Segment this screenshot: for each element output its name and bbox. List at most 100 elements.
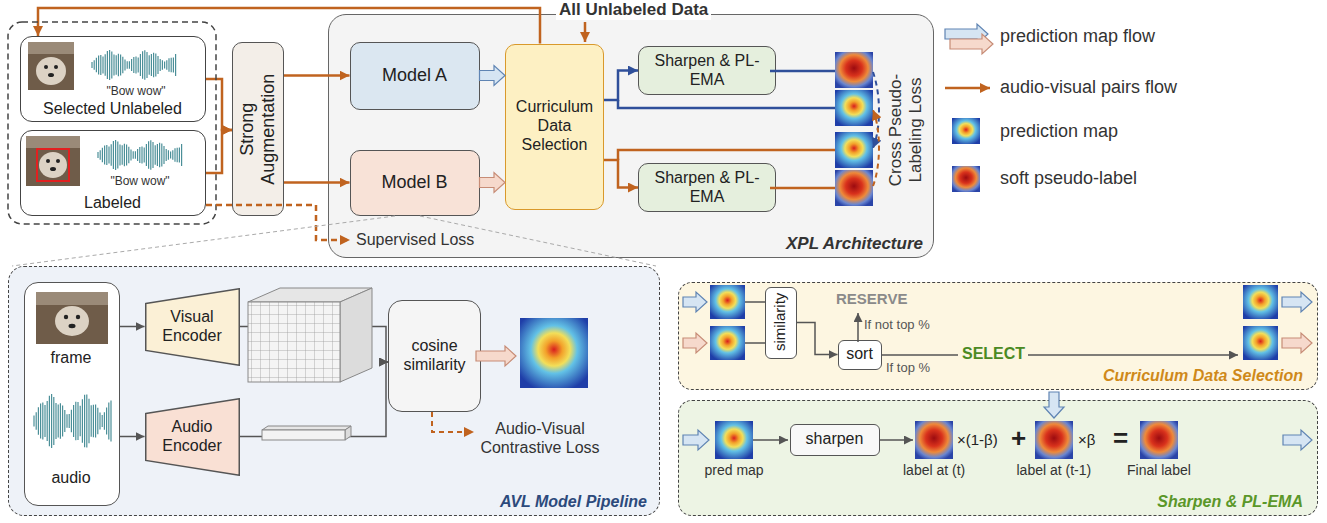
panel-title: XPL Architecture: [786, 234, 923, 254]
zoom-line: [12, 216, 395, 266]
process-box: sort: [838, 340, 882, 370]
legend-sample: [945, 87, 990, 90]
heatmap: [520, 318, 588, 388]
detail-panel: Sharpen & PL-EMA sharpen: [678, 400, 1318, 516]
fat-arrow: [1282, 333, 1312, 353]
fat-arrow: [1282, 292, 1312, 312]
soft-label-map: [1140, 421, 1178, 459]
cross-loss-arrow: [873, 110, 879, 186]
dog-photo: [64, 315, 68, 319]
dog-photo: [55, 306, 89, 336]
waveform: [92, 50, 176, 80]
dog-photo: [46, 159, 50, 163]
heatmap: [835, 52, 873, 206]
box-heading: Selected Unlabeled: [21, 100, 204, 119]
dog-photo: [36, 57, 66, 85]
dog-photo: [36, 292, 108, 305]
process-box: sharpen: [790, 424, 880, 456]
process-box: cosine similarity: [388, 300, 481, 412]
box-label: Model A: [382, 65, 447, 86]
heatmap: [952, 118, 980, 144]
panel-title: Sharpen & PL-EMA: [1157, 493, 1303, 512]
flow-arrow: [284, 181, 350, 184]
flow-line: [857, 313, 859, 342]
fat-arrow: [683, 333, 707, 353]
flow-arrow: [206, 205, 350, 240]
box-label: similarity: [771, 289, 789, 355]
flow-line: [753, 439, 788, 441]
flow-line: [1028, 354, 1238, 356]
heatmap: [835, 132, 873, 168]
legend-label: audio-visual pairs flow: [1000, 77, 1177, 98]
map-caption: Final label: [1127, 462, 1191, 479]
branch-label: SELECT: [962, 345, 1025, 364]
box-label: Visual Encoder: [145, 308, 240, 346]
flow-arrow: [770, 70, 835, 73]
group-outline: [8, 22, 216, 224]
fat-arrow: [683, 430, 709, 450]
heatmap: [1243, 285, 1278, 319]
weight-label: ×β: [1078, 431, 1095, 449]
flow-line: [745, 342, 765, 344]
heatmap: [1243, 326, 1278, 360]
flow-line: [880, 439, 913, 441]
heatmap: [710, 285, 745, 319]
weight-label: ×(1-β): [957, 431, 998, 449]
loss-label: Audio-Visual Contrastive Loss: [476, 420, 604, 458]
flow-arrow: [770, 187, 835, 190]
fat-arrow: [1044, 392, 1064, 418]
loss-label: Supervised Loss: [356, 231, 474, 250]
map-caption: pred map: [705, 462, 764, 479]
audio-caption: "Bow wow": [89, 84, 183, 98]
group-outline: [8, 22, 216, 224]
panel-title: Curriculum Data Selection: [1103, 367, 1303, 386]
map-caption: label at (t): [903, 462, 965, 479]
loss-arrow: [432, 412, 474, 432]
process-box: Strong Augmentation: [232, 42, 284, 216]
heatmap: [710, 118, 1278, 459]
loss-label: Cross Pseudo-Labeling Loss: [886, 44, 926, 216]
map-caption: label at (t-1): [1017, 462, 1092, 479]
dog-photo: [76, 315, 80, 319]
fat-arrow: [476, 346, 516, 366]
flow-arrow: [618, 150, 835, 160]
dog-photo: [56, 159, 60, 163]
dog-photo: [50, 167, 56, 171]
fat-arrow: [683, 292, 707, 312]
encoder-trapezoid: Audio Encoder: [145, 398, 240, 476]
block-arrow: [480, 173, 506, 193]
condition-label: If top %: [886, 360, 930, 375]
dog-photo: [26, 136, 80, 186]
flow-arrow: [618, 71, 835, 108]
heatmap: [835, 170, 873, 206]
flow-line: [745, 302, 1238, 440]
flow-arrow: [797, 323, 838, 355]
feature-tensor: [248, 288, 372, 382]
process-box: Sharpen & PL-EMA: [638, 46, 776, 95]
flow-label: All Unlabeled Data: [556, 0, 711, 20]
panel-title: AVL Model Pipeline: [500, 493, 647, 512]
feature-tensor: [340, 288, 372, 382]
detail-panel: Curriculum Data Selection similarity sort: [678, 282, 1318, 390]
box-label: Audio Encoder: [145, 418, 240, 456]
heatmap: [835, 90, 873, 126]
flow-arrow: [206, 22, 835, 240]
feature-tensor: [248, 302, 340, 382]
legend-label: prediction map: [1000, 121, 1118, 142]
flow-arrow: [618, 100, 835, 108]
legend-label: soft pseudo-label: [1000, 168, 1137, 189]
flow-arrow: [38, 8, 540, 44]
waveform: [34, 50, 182, 448]
process-box: Sharpen & PL-EMA: [638, 163, 776, 212]
loss-arrow: [432, 412, 474, 432]
process-box: similarity: [765, 287, 797, 359]
flow-arrow: [206, 79, 232, 130]
dog-photo: [26, 136, 80, 186]
soft-label-map: [1035, 421, 1073, 459]
soft-label-map: [915, 166, 1178, 459]
fat-arrow: [476, 346, 516, 366]
box-label: sharpen: [806, 430, 864, 449]
trapezoid-outline: [145, 288, 239, 365]
fat-arrow: [683, 34, 1312, 353]
box-label: Model B: [381, 172, 447, 193]
